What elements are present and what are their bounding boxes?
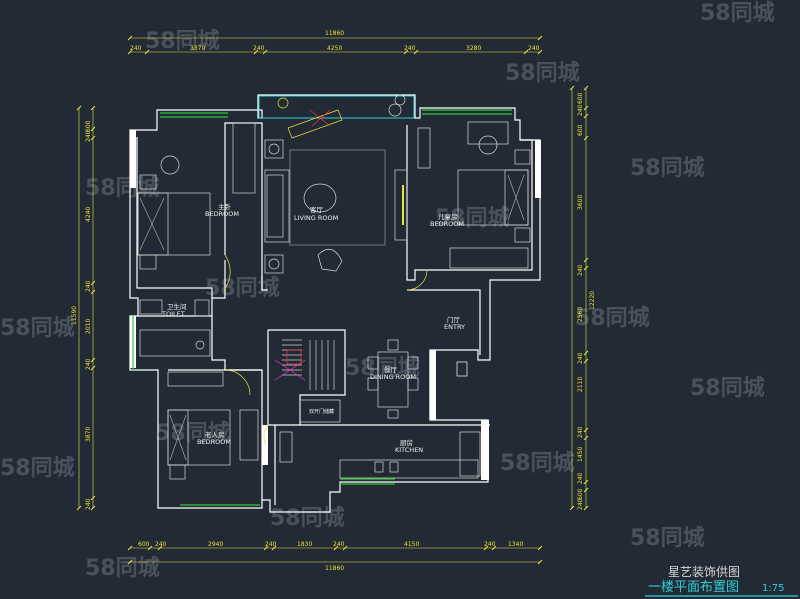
watermark: 58同城 bbox=[500, 450, 575, 476]
dim-bottom: 240 bbox=[265, 541, 277, 548]
watermark: 58同城 bbox=[690, 375, 765, 401]
room-label-guest-cn: 儿童房 bbox=[438, 212, 458, 221]
label-sliding-door: 双开门储藏 bbox=[309, 408, 334, 415]
dim-bottom: 2940 bbox=[208, 541, 223, 548]
dim-right: 240 bbox=[577, 352, 584, 364]
watermark: 58同城 bbox=[0, 315, 75, 341]
dim-top: 3370 bbox=[190, 45, 205, 52]
dim-top: 240 bbox=[253, 45, 265, 52]
watermark: 58同城 bbox=[145, 28, 220, 54]
dim-right: 240 bbox=[577, 472, 584, 484]
dim-left-total: 11590 bbox=[71, 306, 78, 325]
dim-left: 2010 bbox=[85, 319, 92, 334]
dim-right: 3600 bbox=[577, 195, 584, 210]
dim-left: 600 bbox=[85, 120, 92, 132]
room-label-foyer-cn: 门厅 bbox=[447, 315, 461, 324]
balcony bbox=[258, 95, 415, 119]
dim-top: 3280 bbox=[466, 45, 481, 52]
dim-right: 600 bbox=[577, 92, 584, 104]
furniture bbox=[137, 94, 531, 480]
dim-left: 240 bbox=[85, 280, 92, 292]
dim-right-total: 12220 bbox=[589, 291, 596, 310]
watermark: 58同城 bbox=[700, 0, 775, 26]
company-credit: 星艺装饰供图 bbox=[668, 565, 740, 579]
dim-left: 240 bbox=[85, 358, 92, 370]
dimension-ticks bbox=[76, 35, 589, 565]
dim-top: 240 bbox=[528, 45, 540, 52]
windows bbox=[132, 109, 512, 506]
watermark: 58同城 bbox=[85, 175, 160, 201]
dim-bottom: 240 bbox=[484, 541, 496, 548]
watermark: 58同城 bbox=[630, 155, 705, 181]
dim-top: 240 bbox=[404, 45, 416, 52]
dim-right: 240 bbox=[577, 426, 584, 438]
watermark: 58同城 bbox=[575, 305, 650, 331]
room-label-foyer-en: ENTRY bbox=[444, 323, 465, 331]
dimension-lines bbox=[78, 37, 587, 563]
dim-right: 240 bbox=[577, 104, 584, 116]
watermark: 58同城 bbox=[0, 455, 75, 481]
dim-right: 600 bbox=[577, 488, 584, 500]
dim-top: 240 bbox=[130, 45, 142, 52]
room-label-kitchen-en: KITCHEN bbox=[395, 446, 423, 454]
dim-bottom: 600 bbox=[138, 541, 150, 548]
dim-top: 4250 bbox=[327, 45, 342, 52]
dim-right: 1450 bbox=[577, 447, 584, 462]
title-block: 星艺装饰供图 一楼平面布置图 1:75 bbox=[645, 565, 798, 597]
dim-top-total: 11860 bbox=[325, 30, 344, 37]
watermark: 58同城 bbox=[85, 555, 160, 581]
room-label-elder-cn: 老人房 bbox=[205, 430, 225, 439]
dim-bottom: 1830 bbox=[297, 541, 312, 548]
room-label-dining-en: DINING ROOM bbox=[370, 373, 416, 381]
watermark: 58同城 bbox=[345, 355, 420, 381]
dim-right: 240 bbox=[577, 264, 584, 276]
plan-scale: 1:75 bbox=[762, 583, 784, 594]
room-label-master-cn: 主卧 bbox=[218, 202, 232, 211]
watermark: 58同城 bbox=[155, 420, 230, 446]
room-label-kitchen-cn: 厨房 bbox=[400, 438, 413, 447]
watermarks: 58同城 58同城 58同城 58同城 58同城 58同城 58同城 58同城 … bbox=[0, 0, 775, 581]
room-label-master-en: BEDROOM bbox=[205, 210, 239, 218]
room-label-living-cn: 客厅 bbox=[310, 205, 324, 214]
walls bbox=[129, 94, 541, 513]
dim-left: 3870 bbox=[85, 427, 92, 442]
dim-bottom: 240 bbox=[155, 541, 167, 548]
room-labels: 主卧 BEDROOM 客厅 LIVING ROOM 儿童房 BEDROOM 卫生… bbox=[161, 202, 465, 454]
dim-left: 240 bbox=[85, 498, 92, 510]
room-label-living-en: LIVING ROOM bbox=[294, 214, 338, 222]
watermark: 58同城 bbox=[505, 60, 580, 86]
dim-right: 2560 bbox=[577, 307, 584, 322]
room-label-toilet-cn: 卫生间 bbox=[167, 302, 187, 311]
room-label-guest-en: BEDROOM bbox=[430, 220, 464, 228]
dim-bottom: 1340 bbox=[508, 541, 523, 548]
dimension-labels: 11860 240 3370 240 4250 240 3280 240 600… bbox=[71, 30, 596, 572]
dim-right: 600 bbox=[577, 124, 584, 136]
dim-bottom: 240 bbox=[333, 541, 345, 548]
plan-title: 一楼平面布置图 bbox=[648, 580, 739, 595]
dim-right: 2110 bbox=[577, 377, 584, 392]
room-label-elder-en: BEDROOM bbox=[197, 438, 231, 446]
dim-bottom-total: 11860 bbox=[325, 565, 344, 572]
watermark: 58同城 bbox=[205, 275, 280, 301]
dim-right: 240 bbox=[577, 498, 584, 510]
watermark: 58同城 bbox=[630, 525, 705, 551]
room-label-dining-cn: 餐厅 bbox=[384, 365, 398, 374]
dim-left: 240 bbox=[85, 130, 92, 142]
watermark: 58同城 bbox=[435, 205, 510, 231]
dim-bottom: 4150 bbox=[404, 541, 419, 548]
dim-left: 4240 bbox=[85, 207, 92, 222]
room-label-toilet-en: TOILET bbox=[161, 310, 185, 318]
watermark: 58同城 bbox=[270, 505, 345, 531]
